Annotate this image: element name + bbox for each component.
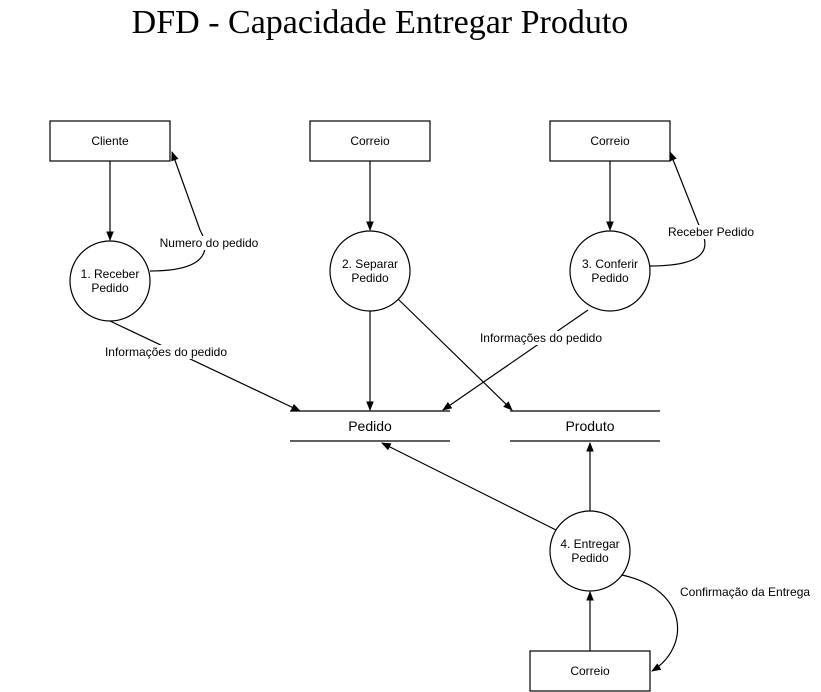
process-conferir-line2: Pedido [591,271,629,285]
flow-label-receber-pedido: Receber Pedido [668,225,754,239]
store-produto[interactable]: Produto [510,410,660,442]
flow-conferir-to-correio [649,151,706,267]
flow-label-numero-pedido: Numero do pedido [160,236,259,250]
diagram-title: DFD - Capacidade Entregar Produto [132,4,629,41]
process-entregar-line1: 4. Entregar [560,537,619,551]
entity-correio-entregar[interactable]: Correio [529,650,651,692]
entity-cliente[interactable]: Cliente [49,120,171,162]
flow-entregar-to-correio [621,574,679,672]
store-produto-label: Produto [565,418,614,434]
entity-correio-conferir-label: Correio [590,134,630,148]
flow-entregar-to-pedido-store [381,442,557,531]
flow-label-bg [478,331,604,345]
flow-label-bg [161,236,257,250]
process-conferir-pedido[interactable]: 3. Conferir Pedido [569,230,651,312]
flow-separar-to-produto-store [397,298,513,411]
flow-receber-to-cliente [149,151,206,272]
flow-receber-to-pedido-store [109,320,301,412]
process-receber-pedido[interactable]: 1. Receber Pedido [69,240,151,322]
process-entregar-pedido[interactable]: 4. Entregar Pedido [549,510,631,592]
flow-conferir-to-pedido-store [442,309,589,411]
process-receber-line1: 1. Receber [81,267,140,281]
process-separar-line1: 2. Separar [342,257,398,271]
entity-cliente-label: Cliente [91,134,129,148]
flow-label-info-pedido-1: Informações do pedido [105,345,227,359]
flow-label-bg [666,225,756,239]
process-receber-line2: Pedido [91,281,129,295]
entity-correio-entregar-label: Correio [570,664,610,678]
flow-label-confirmacao-entrega: Confirmação da Entrega [680,585,810,599]
process-conferir-line1: 3. Conferir [582,257,638,271]
flow-label-bg [103,345,229,359]
store-pedido-label: Pedido [348,418,392,434]
store-pedido[interactable]: Pedido [290,410,450,442]
entity-correio-separar[interactable]: Correio [309,120,431,162]
process-separar-line2: Pedido [351,271,389,285]
entity-correio-separar-label: Correio [350,134,390,148]
flow-label-info-pedido-3: Informações do pedido [480,331,602,345]
process-entregar-line2: Pedido [571,551,609,565]
entity-correio-conferir[interactable]: Correio [549,120,671,162]
process-separar-pedido[interactable]: 2. Separar Pedido [329,230,411,312]
